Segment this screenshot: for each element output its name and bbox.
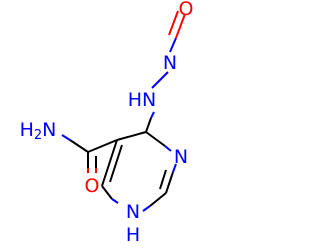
atom-nh-ring-n: N [126,201,140,223]
bond-n-o-nitroso-c [169,37,177,53]
atom-label-layer: O N HN N O H2N N H [20,0,194,246]
structure-diagram: O N HN N O H2N N H [20,0,194,246]
bond-nh-c4 [150,111,155,119]
atom-nh-ring-h: H [126,224,140,246]
bond-n1-c5-n [111,198,119,204]
atom-o-amide: O [85,175,100,197]
atom-nh-amino: HN [128,89,157,111]
atom-nh2-amide: H2N [20,119,57,143]
bond-c5-c4-inner [109,144,123,183]
bond-c4-c5-join [116,131,147,141]
bond-c5-camide [87,139,118,153]
bond-camide-nh2-n [61,134,71,141]
bond-c2-n1 [149,192,167,207]
bond-n1-c5 [101,185,113,200]
bond-n-o-nitroso-a [175,13,186,39]
bond-c4-n3 [145,131,166,147]
atom-n-nitroso: N [163,52,177,74]
bond-n-nh [151,71,169,89]
atom-nh2-text: H2N [20,119,57,143]
atom-n-ring: N [174,146,188,168]
bond-c5-c4 [101,139,118,187]
bond-nh-c4-black [145,117,152,133]
bond-c4-n3-n [164,145,172,152]
bond-n3-c2-n [172,163,177,173]
atom-nh-ring: N H [126,201,140,246]
bond-n-o-nitroso-b [168,10,179,36]
bond-n3-c2-inner [159,169,167,190]
bond-n3-c2 [165,171,174,194]
bond-layer [61,10,186,212]
bond-c2-n1-n [142,205,151,212]
atom-o-nitroso: O [179,0,194,20]
bond-camide-nh2 [69,139,89,153]
